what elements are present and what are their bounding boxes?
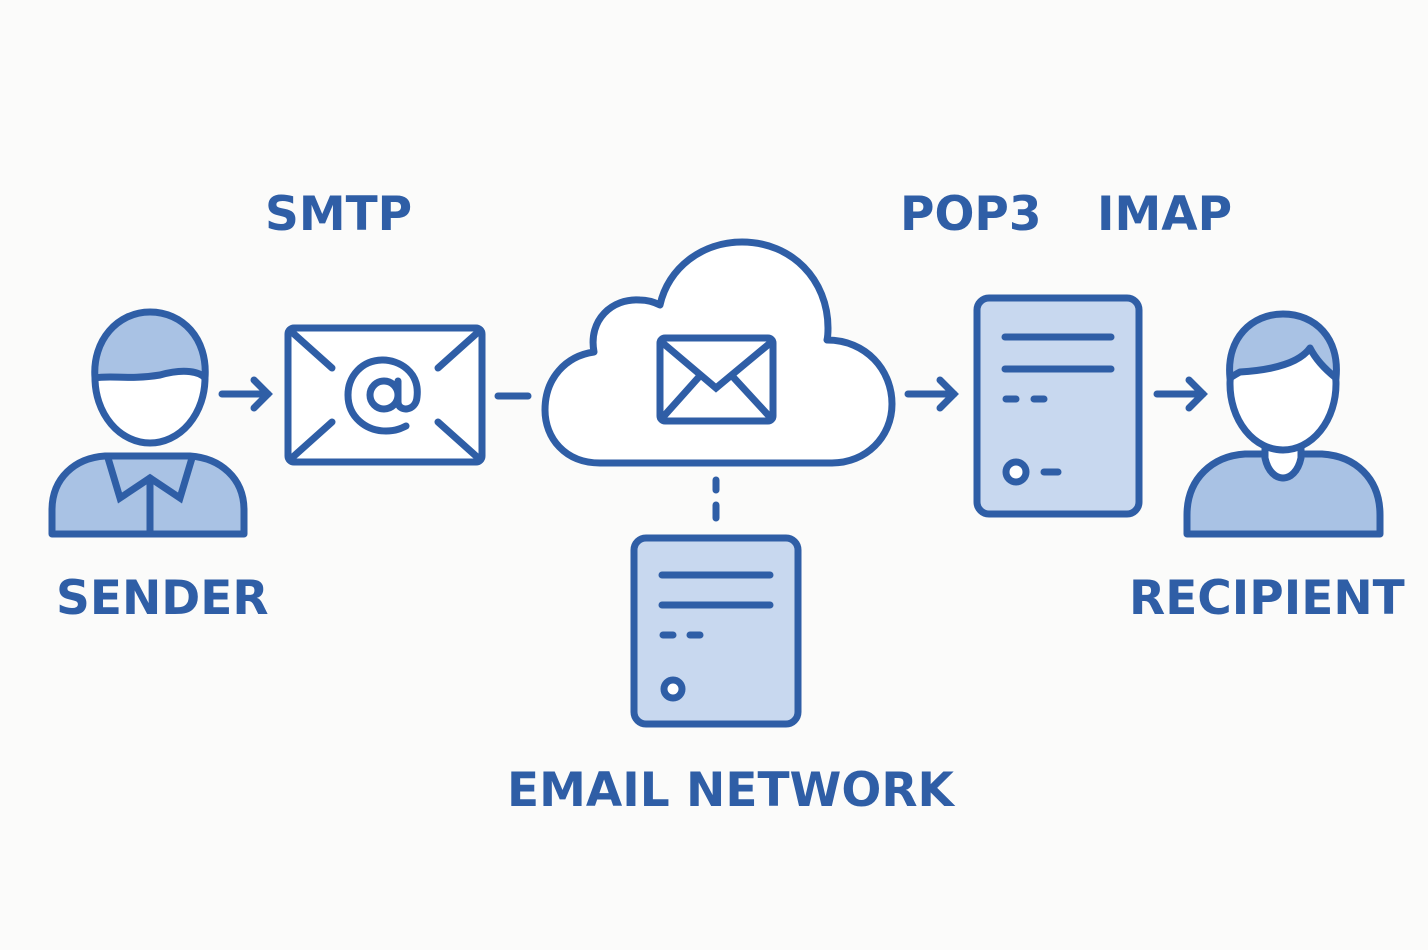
arrow-sender-to-smtp (218, 376, 273, 412)
smtp-label: SMTP (265, 187, 412, 242)
mail-server-icon (973, 294, 1143, 518)
email-network-server-icon (630, 534, 802, 728)
recipient-label: RECIPIENT (1129, 571, 1405, 626)
recipient-icon (1183, 310, 1384, 538)
sender-label: SENDER (56, 571, 269, 626)
smtp-envelope-icon (284, 324, 486, 466)
imap-label: IMAP (1097, 187, 1232, 242)
cloud-envelope-icon (656, 334, 777, 425)
pop3-label: POP3 (900, 187, 1042, 242)
email-network-label: EMAIL NETWORK (507, 763, 956, 818)
arrow-server-to-recipient (1153, 376, 1208, 412)
arrow-cloud-to-mail-server (904, 376, 959, 412)
at-sign-icon (344, 356, 421, 435)
sender-icon (48, 308, 248, 538)
cloud-icon (541, 238, 896, 467)
